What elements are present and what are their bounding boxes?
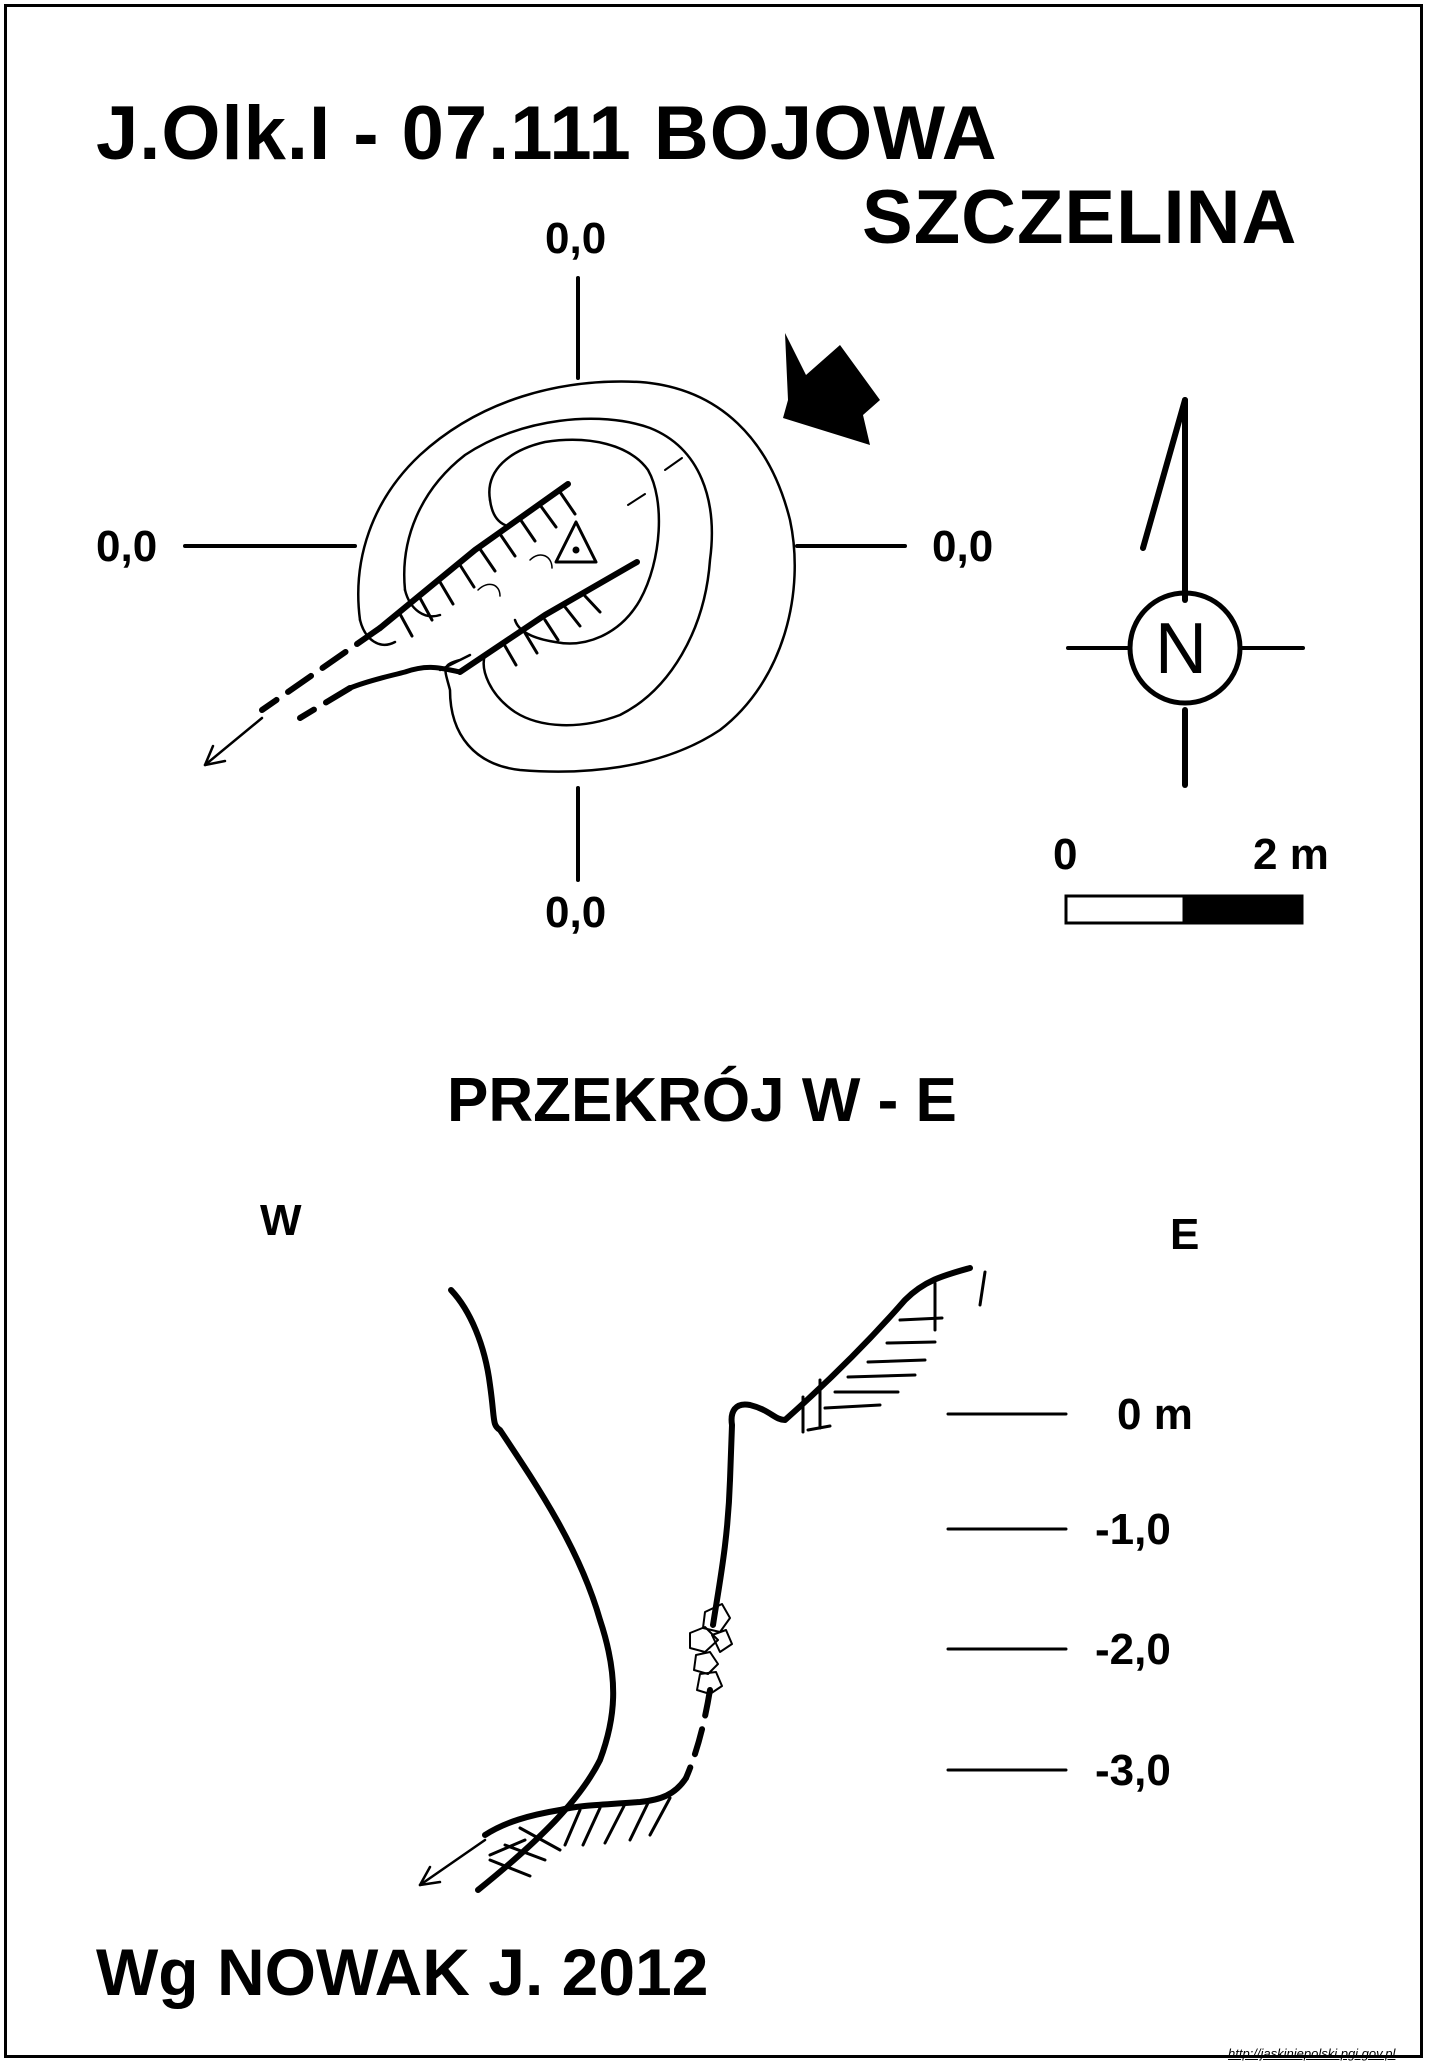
inner-contour-start (488, 498, 507, 527)
coordinate-west-label: 0,0 (96, 522, 158, 571)
rock-pile (689, 1603, 733, 1695)
passage-north-edge (377, 481, 571, 631)
scale-bar-black-segment (1182, 894, 1304, 925)
north-letter: N (1155, 609, 1207, 689)
outer-contour-close (358, 618, 397, 646)
scale-start-label: 0 (1053, 830, 1078, 879)
depth-label-3: -3,0 (1095, 1746, 1171, 1795)
section-west-wall (448, 1287, 617, 1893)
author-credit: Wg NOWAK J. 2012 (96, 1935, 709, 2009)
outflow-arrow-head (203, 744, 227, 767)
section-outflow-arrow-line (418, 1838, 487, 1887)
middle-contour-line (403, 417, 714, 727)
rock-hachures-lower (488, 1796, 672, 1878)
survey-station-point (572, 546, 580, 554)
section-view (418, 1265, 1068, 1893)
scale-bar-white-segment (1064, 894, 1186, 925)
section-east-wall-dashed (683, 1687, 713, 1781)
passage-dashed-lower (297, 685, 353, 721)
contour-tick (627, 493, 646, 506)
depth-label-1: -1,0 (1095, 1505, 1171, 1554)
scale-bar (1064, 894, 1304, 925)
source-url-link[interactable]: http://jaskiniepolski.pgi.gov.pl (1228, 2046, 1396, 2061)
entrance-arc (477, 583, 501, 597)
north-arrow-circle (1127, 590, 1243, 706)
passage-south-edge (457, 559, 640, 675)
passage-hachures (398, 490, 602, 667)
entrance-arc (529, 554, 553, 569)
rock-hachures-upper (801, 1270, 987, 1434)
section-outflow-arrow-head (418, 1865, 442, 1887)
scale-end-label: 2 m (1253, 830, 1329, 879)
north-arrow-half-head (1140, 397, 1188, 551)
outer-contour-line (357, 380, 796, 773)
section-floor (482, 1775, 689, 1838)
map-title-line1: J.Olk.I - 07.111 BOJOWA (96, 91, 998, 176)
inner-contour-line (488, 438, 661, 645)
depth-label-0: 0 m (1117, 1390, 1193, 1439)
section-title: PRZEKRÓJ W - E (447, 1066, 957, 1135)
map-title-line2: SZCZELINA (862, 175, 1298, 260)
outflow-arrow-line (203, 716, 264, 767)
depth-label-2: -2,0 (1095, 1625, 1171, 1674)
middle-contour-close (403, 588, 442, 618)
coordinate-south-label: 0,0 (545, 888, 607, 937)
section-east-label: E (1170, 1210, 1200, 1259)
map-frame (4, 4, 1423, 2058)
section-west-label: W (260, 1196, 302, 1245)
survey-station-triangle (554, 520, 598, 564)
plan-view (183, 276, 907, 882)
coordinate-east-label: 0,0 (932, 522, 994, 571)
entrance-arrow (783, 333, 880, 445)
coordinate-north-label: 0,0 (545, 214, 607, 263)
north-arrow (1066, 397, 1305, 788)
section-east-wall (710, 1477, 733, 1628)
passage-mouth-edge (347, 664, 463, 691)
contour-tick (664, 457, 683, 471)
passage-dashed-upper (259, 625, 383, 713)
